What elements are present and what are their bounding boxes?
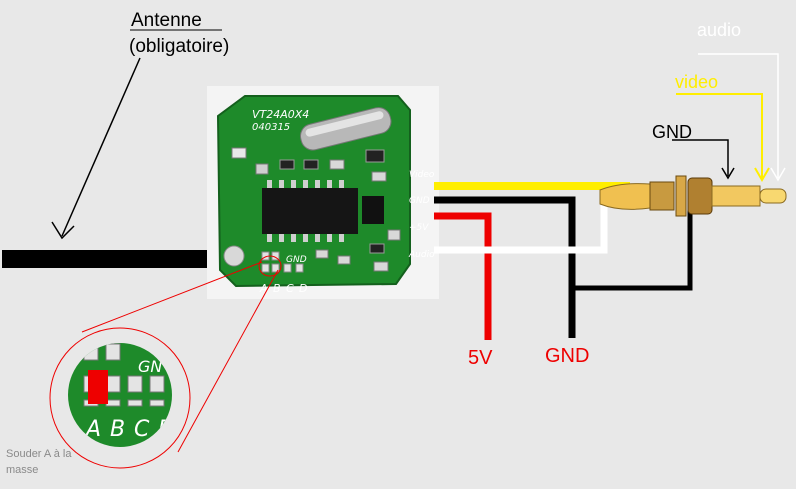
zoom-pad-a: A: [84, 417, 101, 442]
pad-label-c: C: [286, 282, 294, 295]
zoom-pad-c: C: [134, 417, 150, 442]
rca-jack-connector: [599, 175, 787, 217]
solder-note-line2: masse: [6, 464, 38, 476]
pad-label-gnd: GND: [286, 255, 307, 265]
audio-label: audio: [697, 20, 741, 40]
wire-gnd: [434, 196, 576, 338]
antenna-label-line1: Antenne: [131, 10, 202, 31]
antenna-solder-point: [223, 245, 245, 267]
zoom-pad-b: B: [110, 417, 125, 442]
pin-label-video: Video: [409, 170, 435, 180]
wire-5v: [434, 212, 492, 340]
pad-label-d: D: [299, 282, 307, 295]
zoom-callout-line-bottom: [177, 269, 279, 453]
smd-components: [231, 147, 401, 272]
gnd-jack-label: GND: [652, 122, 692, 142]
wire-gnd-jack: [572, 206, 693, 291]
zoom-pad-d: D: [158, 417, 175, 442]
crystal-component: [299, 107, 392, 151]
pin-label-5v: +5V: [409, 223, 429, 233]
antenna-label-line2: (obligatoire): [129, 36, 229, 57]
pin-label-audio: Audio: [408, 250, 435, 260]
gnd-jack-pointer: [672, 139, 729, 176]
antenna-cable: [2, 250, 232, 268]
pad-label-a: A: [259, 282, 268, 295]
solder-note-line1: Souder A à la: [6, 448, 72, 460]
zoom-detail: GN A B C D: [49, 327, 191, 469]
5v-label: 5V: [468, 347, 493, 369]
video-jack-pointer: [676, 93, 763, 178]
video-label: video: [675, 72, 718, 92]
antenna-arrow: [61, 57, 141, 237]
wire-audio: [434, 196, 608, 254]
solder-bridge-mark: [88, 370, 108, 404]
pcb-date-code: 040315: [252, 122, 290, 133]
audio-jack-pointer: [698, 53, 779, 178]
ic-pins: [267, 180, 344, 242]
antenna-arrowhead: [51, 221, 75, 240]
pad-label-b: B: [273, 282, 281, 295]
ic-chip: [262, 188, 358, 234]
transistor-component: [362, 196, 384, 224]
pin-label-gnd: GND: [409, 196, 430, 206]
zoom-gnd-label: GN: [138, 357, 162, 376]
pad-highlight-circle: [258, 255, 282, 277]
gnd-label: GND: [545, 345, 589, 367]
pcb-part-number: VT24A0X4: [252, 108, 309, 121]
zoom-callout-line-top: [81, 261, 263, 333]
pad-row: [261, 251, 304, 273]
